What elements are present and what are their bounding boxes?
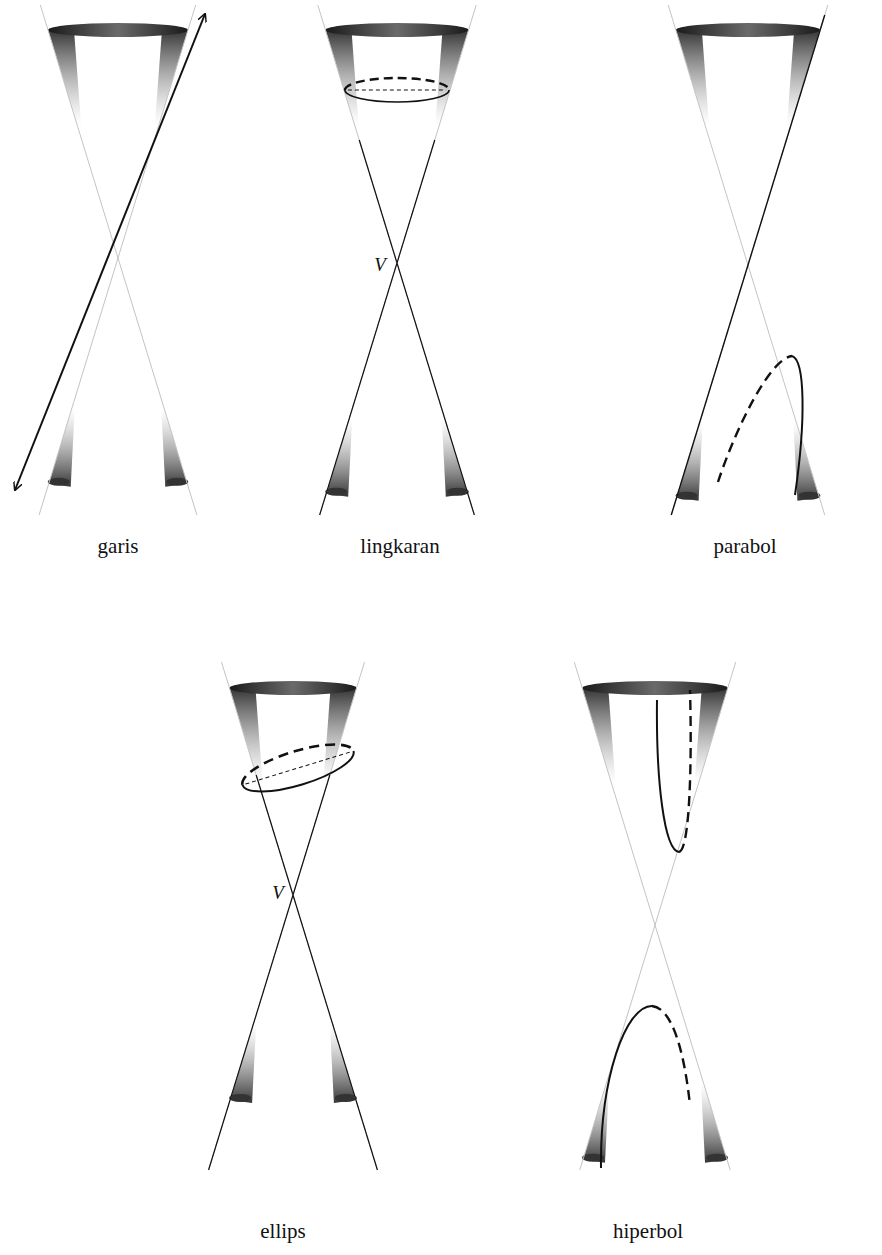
cone-generator	[221, 662, 377, 1170]
cone-shading	[161, 409, 187, 487]
cone-rim	[582, 681, 728, 695]
cone-shading	[701, 1085, 727, 1163]
cone-shading	[326, 419, 352, 497]
vertex-label: V	[271, 883, 285, 904]
cone-shading	[325, 30, 358, 125]
cone-generator	[574, 662, 730, 1170]
cone-rim	[335, 1094, 357, 1102]
cone-shading	[676, 30, 709, 125]
cone-generator	[359, 140, 474, 515]
vertex-label: V	[373, 255, 387, 276]
cone-generator	[256, 775, 377, 1170]
cone-shading	[229, 688, 262, 783]
hyperbola-branch	[652, 1006, 690, 1105]
cone-generator	[318, 5, 475, 515]
cone-rim	[325, 488, 347, 496]
cone-generator	[320, 5, 477, 515]
cone-generator	[320, 140, 435, 515]
line-section	[15, 14, 205, 490]
cone-generator	[580, 662, 736, 1170]
cone-shading	[793, 423, 819, 501]
double-cone	[39, 5, 197, 515]
double-cone	[574, 662, 735, 1170]
cone-shading	[442, 419, 468, 497]
cone-shading	[48, 30, 81, 125]
cone-rim	[676, 23, 820, 37]
hyperbola-branch	[679, 690, 691, 852]
cone-shading	[49, 409, 75, 487]
figure-caption: parabol	[712, 535, 779, 558]
cone-rim	[447, 488, 469, 496]
ellipse-section	[238, 735, 359, 801]
double-cone	[318, 5, 476, 515]
cone-generator	[671, 15, 825, 515]
double-cone	[668, 5, 828, 515]
cone-shading	[582, 688, 615, 783]
cone-shading	[330, 1025, 356, 1103]
parabola-section	[792, 356, 803, 495]
cone-generator	[671, 5, 828, 515]
cone-rim	[676, 492, 698, 500]
ellipse-section	[238, 735, 354, 785]
cone-rim	[229, 1094, 251, 1102]
ellipse-section	[243, 751, 359, 801]
cone-generator	[209, 775, 330, 1170]
cone-shading	[435, 30, 468, 125]
cone-generator	[209, 662, 365, 1170]
cone-generator	[40, 5, 197, 515]
cone-generator	[39, 5, 196, 515]
cone-rim	[798, 492, 820, 500]
cone-generator	[668, 5, 825, 515]
cone-rim	[229, 681, 356, 695]
cone-rim	[48, 478, 70, 486]
parabola-section	[718, 356, 792, 482]
circle-section	[345, 78, 449, 90]
cone-shading	[155, 30, 188, 125]
figure-caption: garis	[96, 535, 141, 558]
cone-rim	[325, 23, 468, 37]
section-plane	[348, 90, 446, 91]
hyperbola-branch	[601, 1006, 652, 1168]
section-plane	[245, 752, 350, 784]
figure-caption: lingkaran	[358, 535, 441, 558]
cone-shading	[695, 688, 728, 783]
cone-shading	[677, 423, 703, 501]
cone-rim	[48, 23, 188, 37]
figure-caption: ellips	[258, 1220, 308, 1243]
circle-section	[345, 90, 449, 102]
figure-caption: hiperbol	[611, 1220, 685, 1243]
hyperbola-branch	[657, 700, 679, 852]
double-cone	[209, 662, 378, 1170]
cone-rim	[706, 1154, 728, 1162]
cone-rim	[166, 478, 188, 486]
cone-shading	[230, 1025, 256, 1103]
